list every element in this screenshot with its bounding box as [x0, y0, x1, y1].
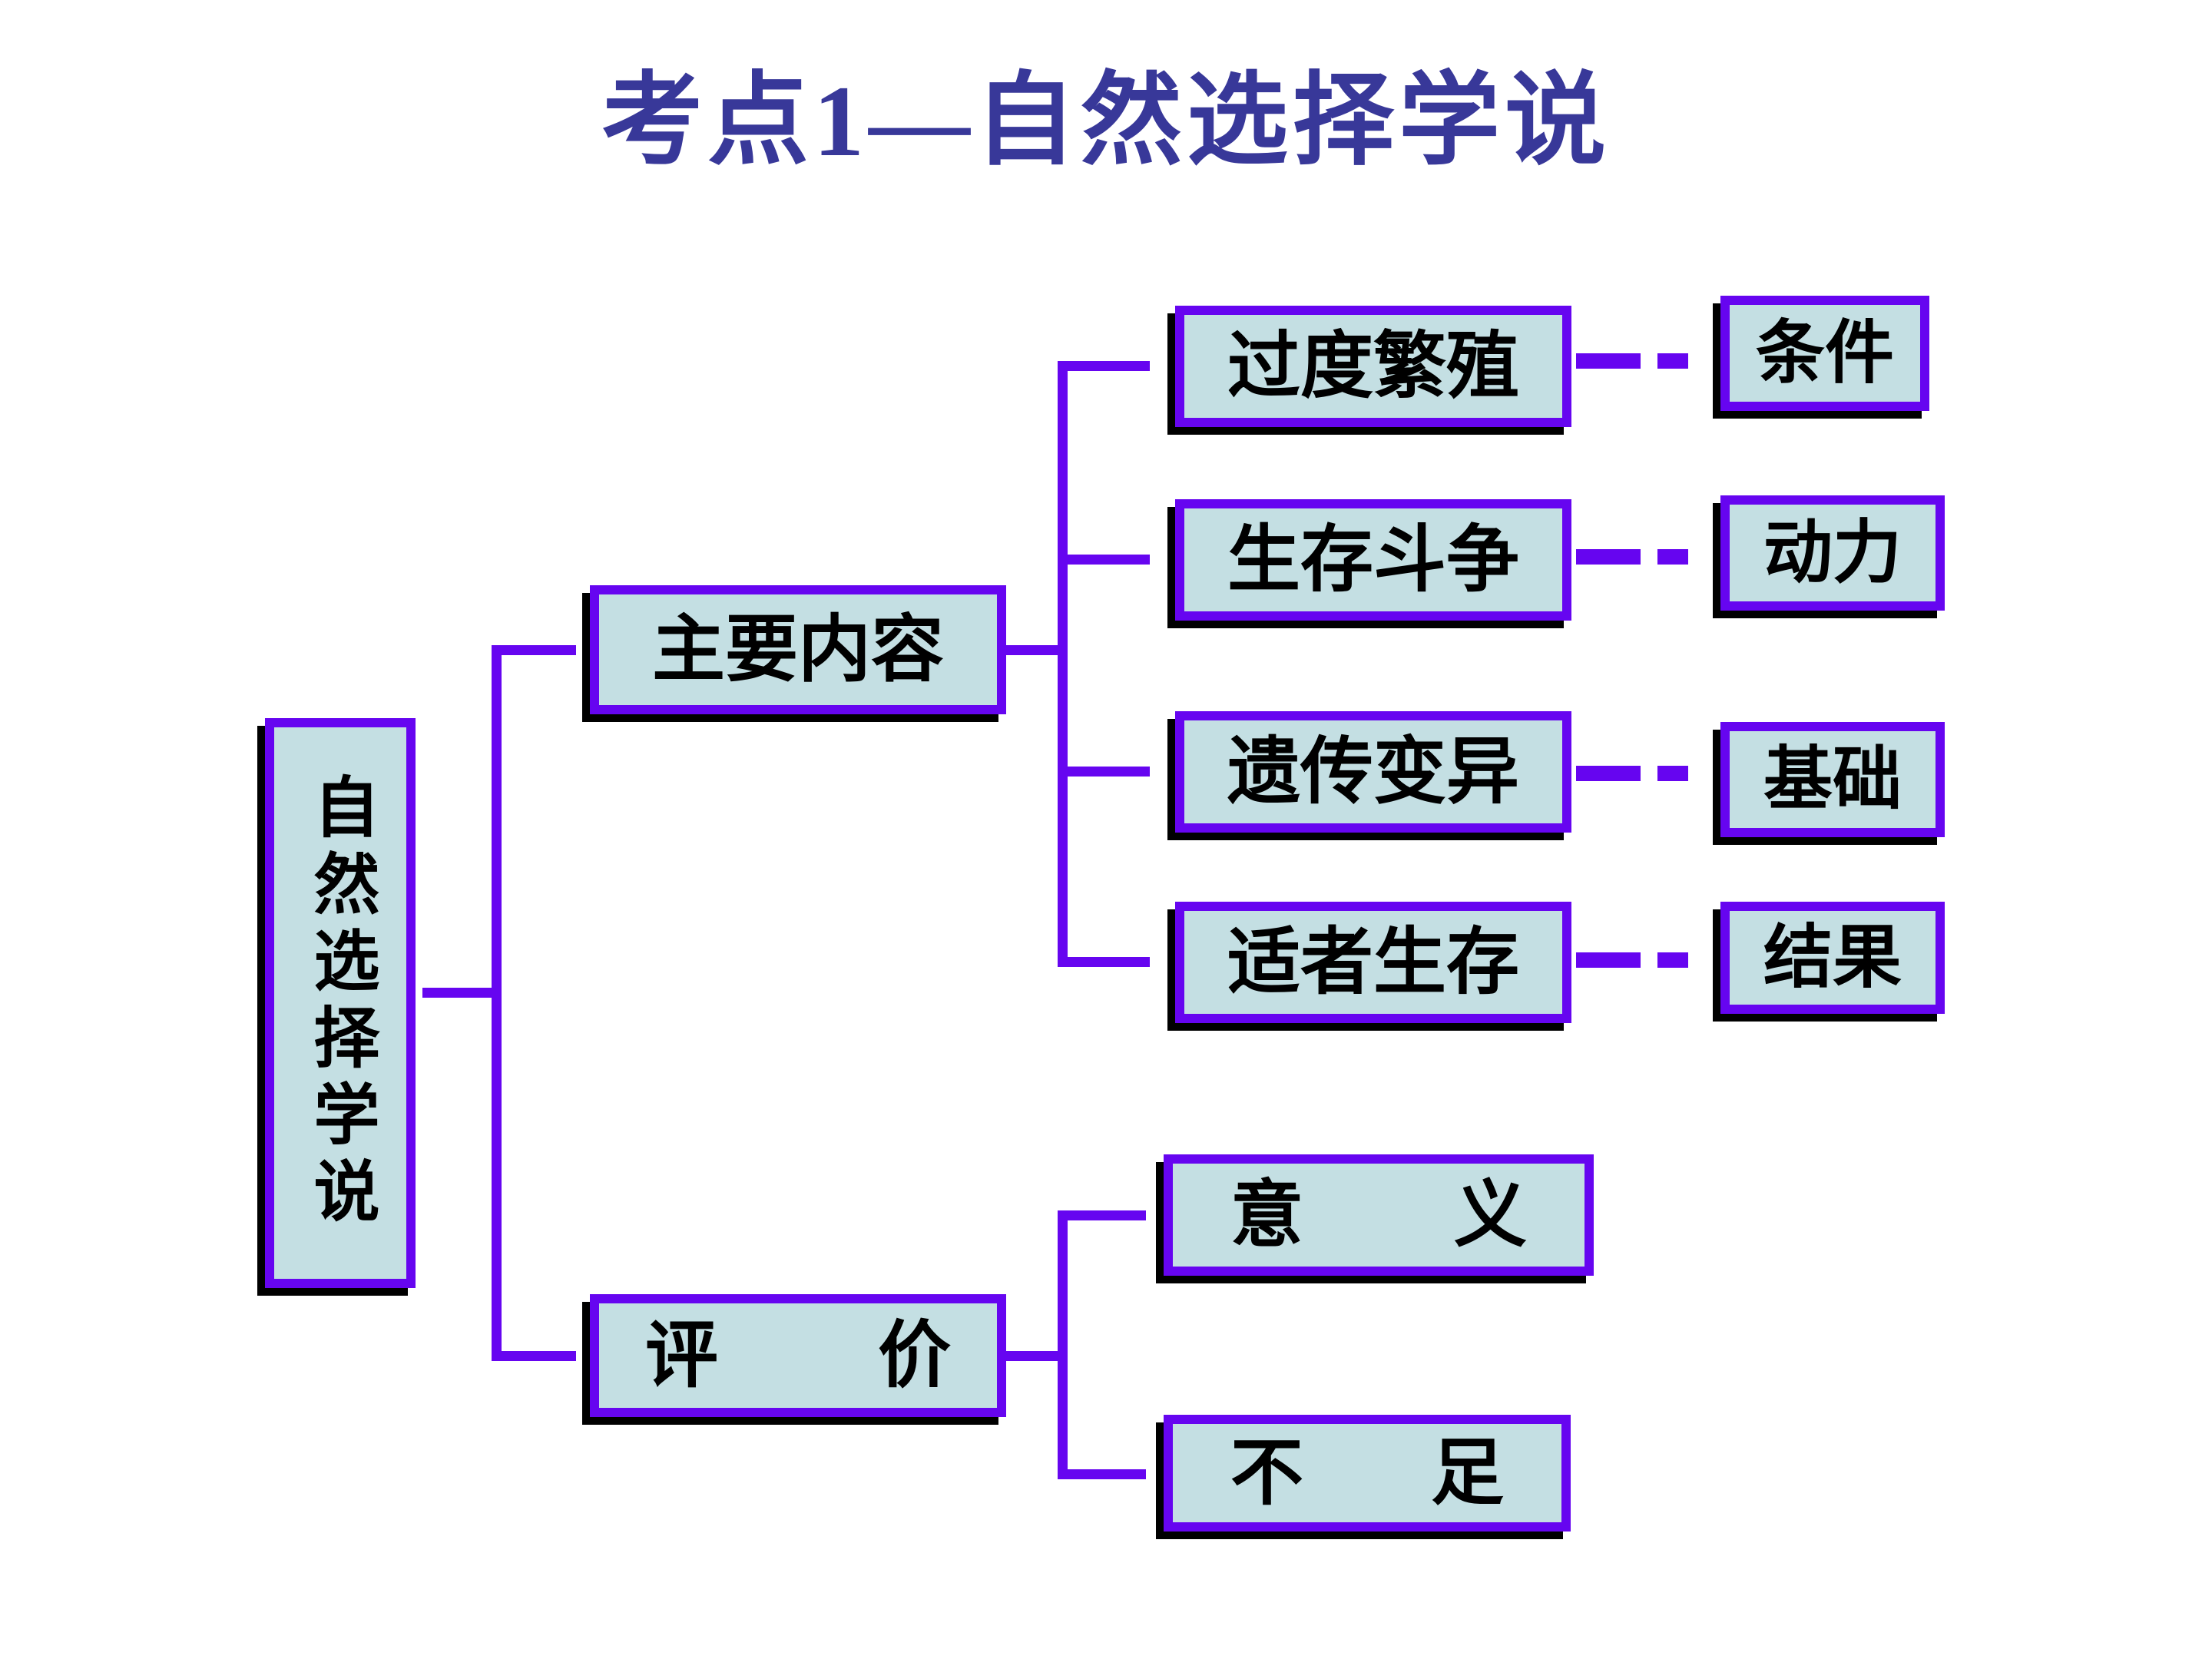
node-basis: 基础: [1720, 722, 1945, 837]
node-struggle-for-existence-label: 生存斗争: [1227, 518, 1519, 601]
node-natural-selection-theory-label: 自然选择学说: [303, 773, 377, 1233]
connector-dash-result-short: [1657, 952, 1688, 968]
node-shortcoming-label-first: 不: [1230, 1432, 1304, 1514]
node-main-content-label: 主要内容: [651, 608, 944, 690]
node-result-label: 结果: [1763, 919, 1902, 996]
connector-middle-trunk: [1058, 361, 1068, 967]
node-struggle-for-existence: 生存斗争: [1175, 499, 1571, 621]
connector-branch-shortcoming: [1058, 1469, 1146, 1479]
connector-dash-power-long: [1576, 549, 1641, 565]
node-evaluation-label-first: 评: [645, 1314, 719, 1396]
connector-dash-condition-long: [1576, 353, 1641, 369]
node-heredity-variation-label: 遗传变异: [1227, 730, 1519, 813]
slide-title: 考点1—自然选择学说: [601, 65, 1611, 177]
node-evaluation-label-second: 价: [877, 1314, 951, 1396]
connector-left-trunk: [492, 645, 502, 1361]
node-driving-force-label: 动力: [1763, 515, 1902, 591]
connector-dash-power-short: [1657, 549, 1688, 565]
connector-branch-main-content: [492, 645, 576, 655]
node-condition: 条件: [1720, 296, 1929, 411]
node-main-content: 主要内容: [590, 585, 1006, 714]
node-survival-of-fittest-label: 适者生存: [1227, 921, 1519, 1003]
connector-dash-condition-short: [1657, 353, 1688, 369]
node-driving-force: 动力: [1720, 495, 1945, 611]
connector-branch-evaluation: [492, 1351, 576, 1361]
node-overbreeding: 过度繁殖: [1175, 306, 1571, 427]
connector-dash-basis-short: [1657, 766, 1688, 781]
connector-bottom-trunk: [1058, 1210, 1068, 1479]
node-basis-label: 基础: [1763, 741, 1902, 818]
node-condition-label: 条件: [1756, 315, 1894, 392]
node-shortcoming: 不 足: [1164, 1415, 1571, 1532]
node-result: 结果: [1720, 902, 1945, 1014]
node-shortcoming-label-second: 足: [1430, 1432, 1504, 1514]
node-evaluation: 评 价: [590, 1294, 1006, 1417]
node-significance: 意 义: [1164, 1154, 1594, 1276]
connector-dash-result-long: [1576, 952, 1641, 968]
connector-evaluation-stub: [1006, 1351, 1068, 1361]
node-heredity-variation: 遗传变异: [1175, 711, 1571, 833]
connector-branch-significance: [1058, 1210, 1146, 1220]
connector-root-stub: [422, 988, 496, 998]
connector-branch-variation: [1058, 767, 1150, 777]
connector-branch-struggle: [1058, 555, 1150, 565]
connector-branch-fittest: [1058, 957, 1150, 967]
node-survival-of-fittest: 适者生存: [1175, 902, 1571, 1023]
node-significance-label-second: 义: [1453, 1174, 1527, 1256]
connector-dash-basis-long: [1576, 766, 1641, 781]
node-overbreeding-label: 过度繁殖: [1227, 325, 1519, 407]
connector-branch-overbreeding: [1058, 361, 1150, 371]
node-natural-selection-theory: 自然选择学说: [265, 718, 416, 1288]
connector-main-content-stub: [1006, 645, 1068, 655]
node-significance-label-first: 意: [1230, 1174, 1304, 1256]
